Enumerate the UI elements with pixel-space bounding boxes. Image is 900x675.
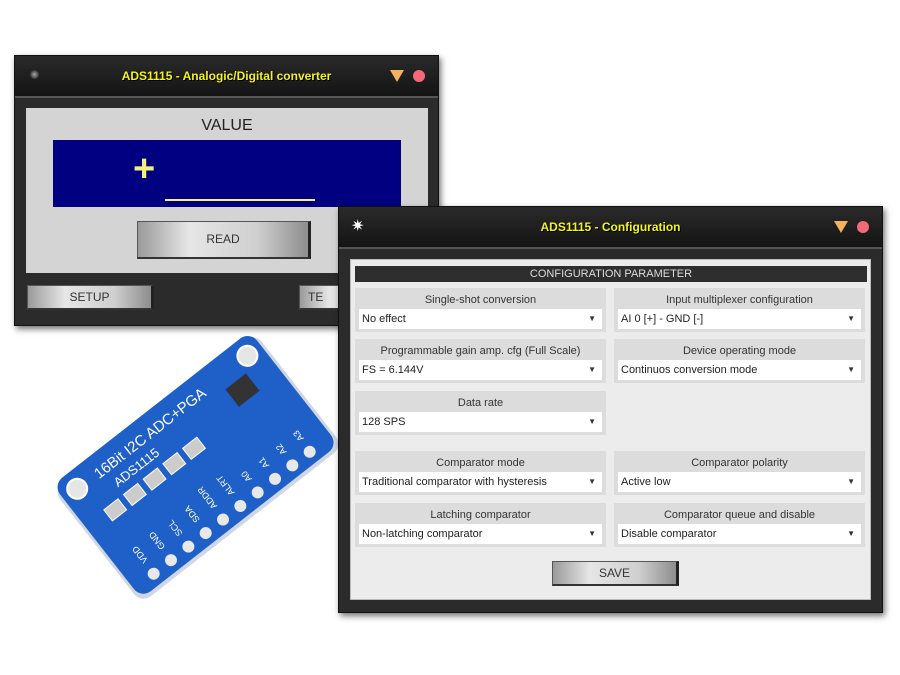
window-title: ADS1115 - Analogic/Digital converter [121, 69, 332, 83]
dropdown-arrow-icon[interactable]: ▼ [588, 365, 596, 374]
pin-label: A2 [274, 442, 289, 457]
dropdown-value: FS = 6.144V [362, 364, 424, 376]
field-dropdown[interactable]: Non-latching comparator ▼ [359, 524, 602, 544]
field-dropdown[interactable]: Continuos conversion mode ▼ [618, 360, 861, 380]
dropdown-arrow-icon[interactable]: ▼ [588, 477, 596, 486]
pin-pad [199, 527, 212, 540]
pin-label: A1 [256, 455, 271, 470]
read-button[interactable]: READ [137, 221, 311, 259]
dropdown-value: Continuos conversion mode [621, 364, 758, 376]
pin-label: VDD [130, 544, 150, 566]
dropdown-value: Traditional comparator with hysteresis [362, 476, 547, 488]
pin-pad [182, 540, 195, 553]
dropdown-arrow-icon[interactable]: ▼ [847, 365, 855, 374]
dropdown-value: No effect [362, 313, 406, 325]
field-label: Input multiplexer configuration [666, 294, 813, 306]
title-bar[interactable]: ADS1115 - Analogic/Digital converter [15, 56, 438, 98]
value-panel: VALUE + READ [26, 108, 428, 273]
pin-pad [234, 499, 247, 512]
field-label: Device operating mode [682, 345, 797, 357]
field-label: Comparator polarity [691, 457, 788, 469]
app-icon [30, 70, 39, 79]
pin-pad [269, 472, 282, 485]
close-icon[interactable] [413, 70, 425, 82]
minimize-icon[interactable] [390, 70, 404, 82]
pin-label: SDA [183, 504, 202, 525]
minimize-icon[interactable] [834, 221, 848, 233]
configuration-window: ✷ ADS1115 - Configuration CONFIGURATION … [338, 206, 883, 613]
field-label: Latching comparator [430, 509, 531, 521]
field-label: Data rate [457, 397, 504, 409]
pin-pad [217, 513, 230, 526]
dropdown-value: Non-latching comparator [362, 528, 483, 540]
config-header: CONFIGURATION PARAMETER [355, 266, 867, 282]
sign-indicator: + [133, 148, 156, 190]
field-label: Single-shot conversion [424, 294, 537, 306]
board-title: 16Bit I2C ADC+PGA [91, 385, 210, 483]
pin-pad [303, 445, 316, 458]
window-title: ADS1115 - Configuration [540, 220, 681, 234]
pin-pad [165, 554, 178, 567]
dropdown-arrow-icon[interactable]: ▼ [847, 529, 855, 538]
field-label: Programmable gain amp. cfg (Full Scale) [380, 345, 581, 357]
field-dropdown[interactable]: AI 0 [+] - GND [-] ▼ [618, 309, 861, 329]
pin-pad [286, 459, 299, 472]
dropdown-arrow-icon[interactable]: ▼ [588, 529, 596, 538]
pin-label: ALRT [214, 473, 236, 498]
field-dropdown[interactable]: 128 SPS ▼ [359, 412, 602, 432]
dropdown-arrow-icon[interactable]: ▼ [588, 314, 596, 323]
field-dropdown[interactable]: No effect ▼ [359, 309, 602, 329]
setup-button[interactable]: SETUP [27, 285, 154, 310]
config-field: Programmable gain amp. cfg (Full Scale) F… [355, 339, 606, 383]
pin-label: A3 [291, 428, 306, 443]
pin-pad [251, 486, 264, 499]
field-dropdown[interactable]: Traditional comparator with hysteresis ▼ [359, 472, 602, 492]
dropdown-value: 128 SPS [362, 416, 406, 428]
field-dropdown[interactable]: Active low ▼ [618, 472, 861, 492]
title-bar[interactable]: ✷ ADS1115 - Configuration [339, 207, 882, 249]
pin-pad [147, 567, 160, 580]
config-panel: CONFIGURATION PARAMETER Single-shot conv… [350, 259, 871, 600]
converter-window: ADS1115 - Analogic/Digital converter VAL… [14, 55, 439, 326]
field-dropdown[interactable]: Disable comparator ▼ [618, 524, 861, 544]
dropdown-value: Disable comparator [621, 528, 717, 540]
field-dropdown[interactable]: FS = 6.144V ▼ [359, 360, 602, 380]
config-field: Single-shot conversion No effect ▼ [355, 288, 606, 332]
dropdown-value: Active low [621, 476, 671, 488]
field-label: Comparator mode [436, 457, 525, 469]
config-field: Input multiplexer configuration AI 0 [+] … [614, 288, 865, 332]
pin-label: A0 [239, 469, 254, 484]
pin-label: GND [147, 529, 168, 551]
dropdown-value: AI 0 [+] - GND [-] [621, 313, 704, 325]
pin-label: SCL [166, 518, 185, 538]
dropdown-arrow-icon[interactable]: ▼ [588, 417, 596, 426]
app-icon: ✷ [351, 218, 365, 235]
pin-label: ADDR [195, 484, 219, 511]
value-underline [165, 199, 315, 201]
dropdown-arrow-icon[interactable]: ▼ [847, 477, 855, 486]
value-display: + [53, 140, 401, 207]
save-button[interactable]: SAVE [552, 561, 679, 586]
dropdown-arrow-icon[interactable]: ▼ [847, 314, 855, 323]
board-chip-label: ADS1115 [111, 445, 163, 490]
config-field: Data rate 128 SPS ▼ [355, 391, 606, 435]
close-icon[interactable] [857, 221, 869, 233]
value-label: VALUE [201, 117, 253, 134]
field-label: Comparator queue and disable [663, 509, 816, 521]
